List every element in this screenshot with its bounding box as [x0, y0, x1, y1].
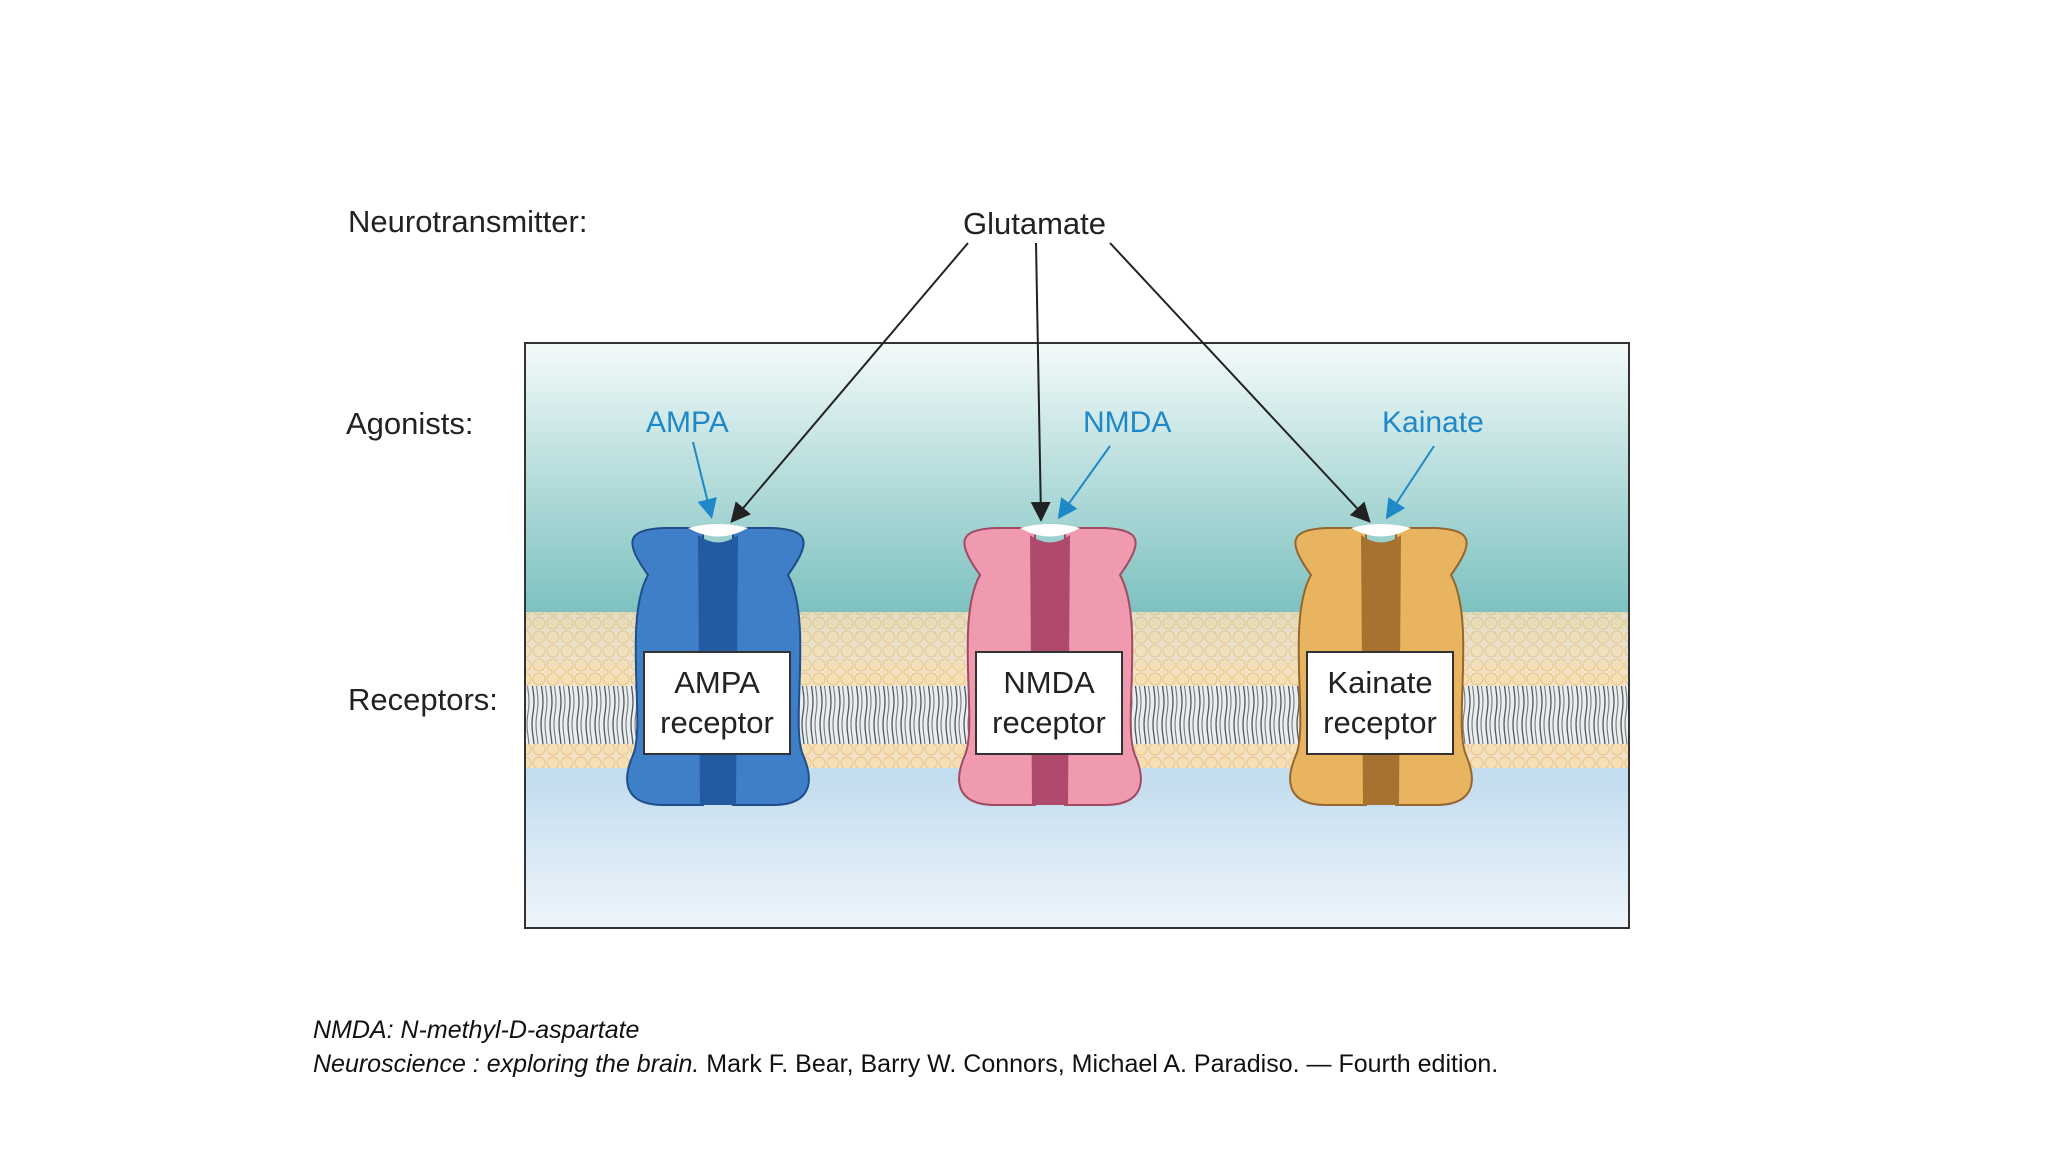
glutamate-arrow-kainate [1109, 242, 1371, 523]
book-title: Neuroscience : exploring the brain. [313, 1050, 700, 1078]
glutamate-label: Glutamate [963, 206, 1107, 241]
agonist-arrow-nmda [1057, 445, 1111, 520]
agonists-row-label: Agonists: [346, 406, 474, 441]
agonist-label-kainate: Kainate [1382, 406, 1484, 439]
glutamate-arrow-nmda [1030, 242, 1051, 522]
receptors-row-label: Receptors: [348, 682, 498, 717]
book-authors: Mark F. Bear, Barry W. Connors, Michael … [699, 1050, 1499, 1078]
abbreviation-text: NMDA: N-methyl-D-aspartate [313, 1016, 640, 1044]
receptor-word: receptor [660, 705, 774, 740]
receptor-label-ampa: AMPA receptor [643, 651, 791, 755]
receptor-word: receptor [992, 705, 1106, 740]
citation-caption: Neuroscience : exploring the brain. Mark… [313, 1050, 1498, 1079]
abbreviation-caption: NMDA: N-methyl-D-aspartate [313, 1016, 639, 1045]
agonist-label-ampa: AMPA [646, 406, 729, 439]
receptor-label-nmda: NMDA receptor [975, 651, 1123, 755]
receptor-label-kainate: Kainate receptor [1306, 651, 1454, 755]
receptor-name: AMPA [674, 665, 760, 700]
glutamate-arrow-ampa [730, 242, 969, 524]
neurotransmitter-row-label: Neurotransmitter: [348, 204, 588, 239]
receptor-word: receptor [1323, 705, 1437, 740]
receptor-name: Kainate [1327, 665, 1433, 700]
agonist-label-nmda: NMDA [1083, 406, 1172, 439]
agonist-arrow-ampa [692, 441, 717, 519]
agonist-arrow-kainate [1385, 445, 1435, 520]
receptor-name: NMDA [1003, 665, 1095, 700]
